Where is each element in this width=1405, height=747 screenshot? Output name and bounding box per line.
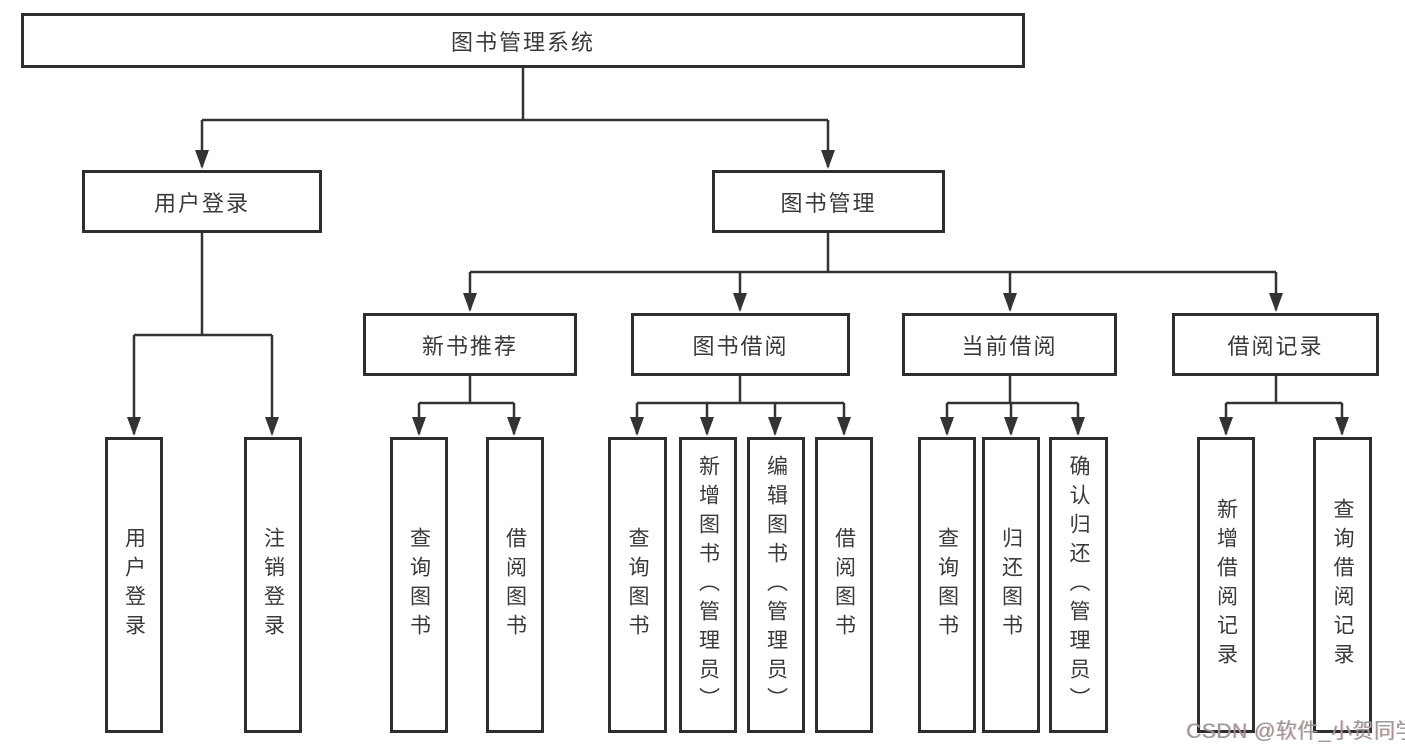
leaf-borrow-borrow-books: 借阅图书 (815, 437, 873, 733)
arrow-to-leaf-cb-query (940, 417, 954, 436)
arrow-to-leaf-nb-borrow (507, 417, 521, 436)
leaf-logout: 注销登录 (244, 437, 302, 733)
leaf-current-query-books: 查询图书 (918, 437, 976, 733)
leaf-borrow-edit-book-admin: 编辑图书（管理员） (747, 437, 805, 733)
arrow-to-leaf-logout (265, 417, 279, 436)
node-current-borrow: 当前借阅 (902, 313, 1117, 376)
arrow-to-leaf-cb-confirm (1071, 417, 1085, 436)
arrow-to-leaf-cb-return (1004, 417, 1018, 436)
connector-book-management-to-level3 (468, 233, 1278, 310)
arrow-to-borrow-records (1269, 293, 1283, 312)
arrow-to-new-book-recommend (463, 293, 477, 312)
node-root: 图书管理系统 (21, 13, 1025, 68)
leaf-records-query-record: 查询借阅记录 (1313, 437, 1372, 733)
leaf-newbook-query-books: 查询图书 (390, 437, 448, 733)
arrow-to-book-borrow (733, 293, 747, 312)
connector-new-book-recommend-to-leaves (417, 376, 516, 434)
leaf-user-login: 用户登录 (105, 437, 163, 733)
node-user-login: 用户登录 (82, 170, 322, 233)
leaf-newbook-borrow-books: 借阅图书 (486, 437, 544, 733)
arrow-to-leaf-nb-query (412, 417, 426, 436)
connector-book-borrow-to-leaves (635, 376, 846, 434)
arrow-to-leaf-bb-borrow (837, 417, 851, 436)
arrow-to-book-management (821, 150, 835, 169)
arrow-to-leaf-bb-add (700, 417, 714, 436)
csdn-watermark: CSDN @软件_小贺同学 (1186, 720, 1405, 743)
leaf-borrow-query-books: 查询图书 (608, 437, 667, 733)
arrow-to-user-login (195, 150, 209, 169)
leaf-current-return-books: 归还图书 (982, 437, 1040, 733)
connector-borrow-records-to-leaves (1224, 376, 1344, 434)
node-new-book-recommend: 新书推荐 (363, 313, 577, 376)
connector-root-to-level2 (200, 68, 830, 167)
leaf-current-confirm-return-admin: 确认归还（管理员） (1049, 437, 1108, 733)
node-book-borrow: 图书借阅 (631, 313, 850, 376)
connector-user-login-to-leaves (132, 233, 274, 434)
node-book-management: 图书管理 (712, 170, 945, 233)
arrow-to-leaf-bb-edit (768, 417, 782, 436)
arrow-to-leaf-user-login (127, 417, 141, 436)
arrow-to-leaf-br-add (1219, 417, 1233, 436)
arrow-to-leaf-br-query (1335, 417, 1349, 436)
arrow-to-leaf-bb-query (630, 417, 644, 436)
node-borrow-records: 借阅记录 (1172, 313, 1379, 376)
leaf-borrow-add-book-admin: 新增图书（管理员） (679, 437, 737, 733)
arrow-to-current-borrow (1003, 293, 1017, 312)
leaf-records-add-record: 新增借阅记录 (1197, 437, 1255, 733)
